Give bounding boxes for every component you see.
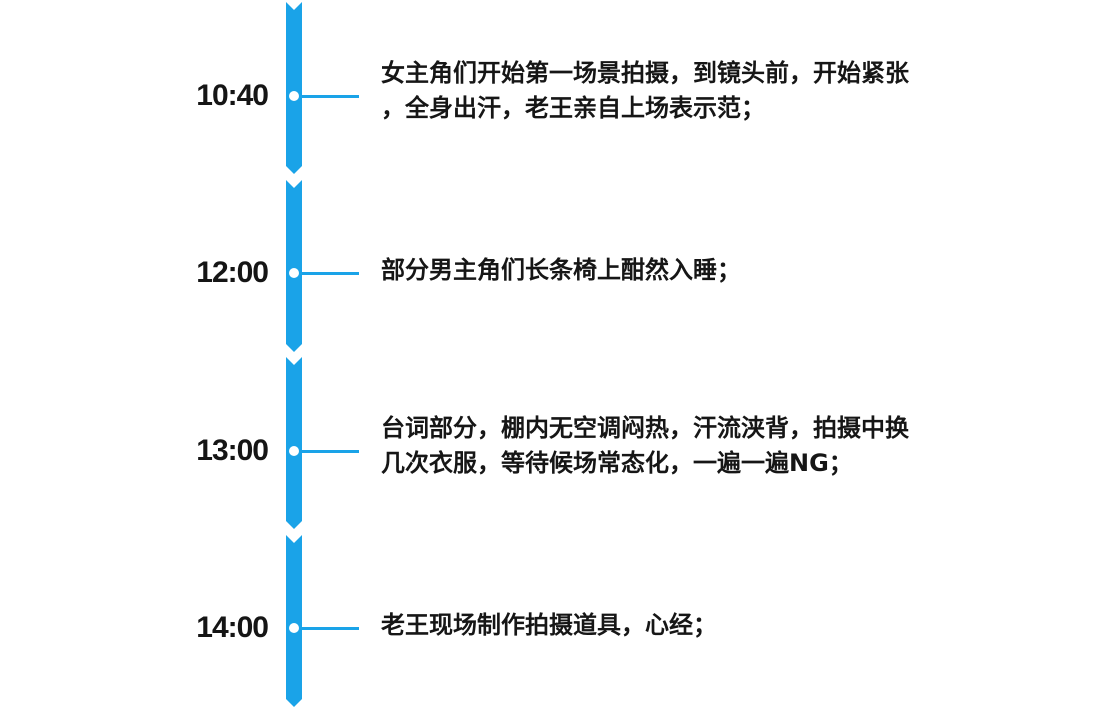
connector-line bbox=[299, 449, 359, 453]
description-line: 几次衣服，等待候场常态化，一遍一遍NG； bbox=[381, 449, 853, 477]
timeline-axis-segment bbox=[286, 535, 302, 707]
timeline-axis-segment bbox=[286, 2, 302, 174]
description-line: 部分男主角们长条椅上酣然入睡； bbox=[381, 256, 741, 284]
connector-line bbox=[299, 626, 359, 630]
connector-line bbox=[299, 94, 359, 98]
description-line: ，全身出汗，老王亲自上场表示范； bbox=[381, 94, 765, 122]
entry-description: 女主角们开始第一场景拍摄，到镜头前，开始紧张 ，全身出汗，老王亲自上场表示范； bbox=[381, 56, 1081, 126]
timeline-axis-segment bbox=[286, 180, 302, 352]
entry-description: 部分男主角们长条椅上酣然入睡； bbox=[381, 253, 1081, 288]
connector-line bbox=[299, 271, 359, 275]
entry-description: 老王现场制作拍摄道具，心经； bbox=[381, 608, 1081, 643]
entry-description: 台词部分，棚内无空调闷热，汗流浃背，拍摄中换 几次衣服，等待候场常态化，一遍一遍… bbox=[381, 411, 1081, 481]
time-label: 10:40 bbox=[196, 79, 269, 112]
time-label: 13:00 bbox=[196, 434, 269, 467]
description-line: 台词部分，棚内无空调闷热，汗流浃背，拍摄中换 bbox=[381, 414, 909, 442]
timeline-node-dot bbox=[289, 446, 299, 456]
timeline-node-dot bbox=[289, 91, 299, 101]
time-label: 12:00 bbox=[196, 256, 269, 289]
timeline-axis-segment bbox=[286, 357, 302, 529]
timeline-node-dot bbox=[289, 623, 299, 633]
description-line: 老王现场制作拍摄道具，心经； bbox=[381, 611, 717, 639]
timeline-node-dot bbox=[289, 268, 299, 278]
description-line: 女主角们开始第一场景拍摄，到镜头前，开始紧张 bbox=[381, 59, 909, 87]
time-label: 14:00 bbox=[196, 611, 269, 644]
